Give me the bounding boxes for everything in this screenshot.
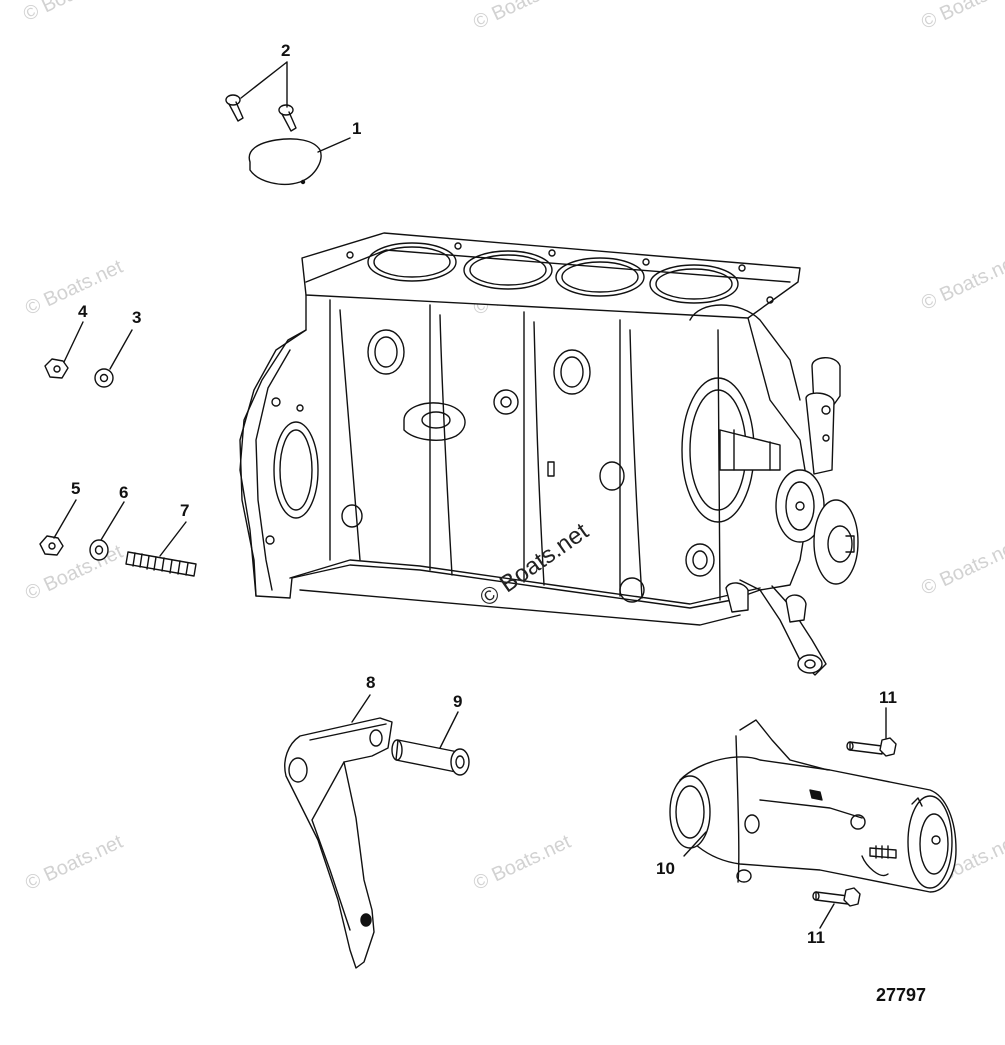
leader-line-9 [439,711,459,749]
callout-9: 9 [453,692,463,711]
callout-7: 7 [180,501,190,520]
callout-11-lower: 11 [807,928,825,947]
engine-block [239,232,859,676]
nut-part-5 [39,535,64,556]
starter-motor-part-10 [669,719,957,893]
leader-line-3 [109,329,133,370]
callout-3: 3 [132,308,142,327]
callout-10: 10 [656,859,675,878]
pin-part-9 [391,739,470,776]
leader-line-1 [317,137,351,153]
leader-line-2 [240,61,288,108]
callout-2: 2 [281,41,291,60]
callout-8: 8 [366,673,376,692]
stud-part-7 [125,551,197,577]
washer-part-6 [89,539,109,561]
leader-line-4 [63,321,84,363]
washer-part-3 [94,368,114,388]
leader-line-8 [351,694,371,723]
leader-line-11b [819,903,835,929]
leader-line-10 [683,831,707,857]
callout-6: 6 [119,483,129,502]
leader-line-5 [53,499,77,539]
callout-11-upper: 11 [879,688,897,707]
leader-line-7 [159,521,187,557]
bracket-part-8 [284,717,393,969]
bolt-part-11-lower [812,887,861,907]
cover-plate-part-1 [248,138,322,186]
callout-5: 5 [71,479,81,498]
callout-1: 1 [352,119,362,138]
screw-part-2 [225,94,297,132]
nut-part-4 [44,358,69,379]
callout-4: 4 [78,302,88,321]
bolt-part-11-upper [846,737,897,757]
diagram-number: 27797 [876,985,927,1005]
leader-line-6 [100,501,125,541]
